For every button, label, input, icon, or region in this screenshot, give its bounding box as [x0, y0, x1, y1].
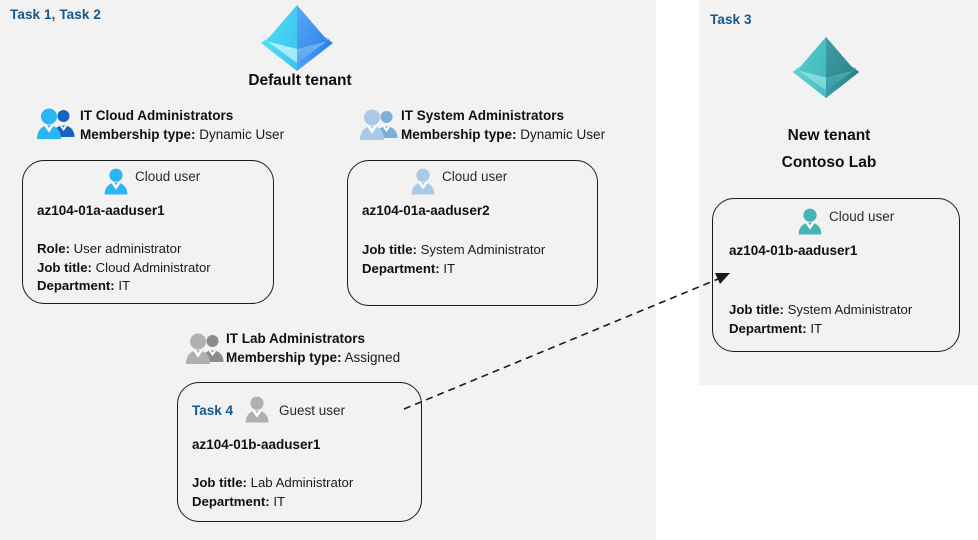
group-membership-value: Assigned: [344, 350, 401, 365]
user-type-label: Cloud user: [135, 169, 201, 184]
azure-tenant-icon: [257, 3, 337, 71]
task-label-4: Task 4: [192, 403, 234, 418]
attr-value: IT: [273, 493, 286, 509]
user-attribute-row: Job title: System Administrator: [362, 241, 545, 260]
attr-value: IT: [810, 320, 823, 336]
group-title: IT System Administrators: [401, 108, 565, 123]
user-name: az104-01a-aaduser2: [362, 203, 490, 218]
azure-tenant-icon: [789, 35, 863, 98]
user-attribute-row: Job title: Lab Administrator: [192, 474, 353, 493]
attr-label: Department:: [729, 320, 807, 336]
task-label-3: Task 3: [710, 12, 752, 27]
new-tenant-name-line1: New tenant: [787, 127, 871, 144]
attr-value: Lab Administrator: [250, 475, 354, 490]
attr-value: System Administrator: [787, 302, 913, 317]
attr-label: Department:: [37, 278, 115, 293]
user-type-label: Guest user: [279, 403, 346, 418]
attr-label: Job title:: [192, 475, 247, 490]
attr-label: Role:: [37, 241, 70, 256]
group-membership-label: Membership type:: [226, 350, 342, 365]
group-membership-label: Membership type:: [80, 127, 196, 142]
person-icon: [797, 207, 823, 235]
attr-value: IT: [118, 278, 131, 293]
user-attributes: Job title: System Administrator Departme…: [362, 241, 545, 278]
attr-label: Job title:: [37, 259, 92, 275]
group-icon: [185, 331, 227, 365]
user-attribute-row: Department: IT: [362, 260, 545, 279]
user-card[interactable]: Cloud user az104-01a-aaduser1 Role: User…: [22, 160, 274, 304]
user-name: az104-01b-aaduser1: [729, 243, 858, 258]
new-tenant-name-line2: Contoso Lab: [781, 154, 877, 171]
user-attribute-row: Job title: System Administrator: [729, 301, 912, 320]
group-membership-value: Dynamic User: [520, 127, 606, 142]
user-attributes: Job title: System Administrator Departme…: [729, 301, 912, 338]
group-membership-type: Membership type: Dynamic User: [401, 125, 605, 145]
default-tenant-name: Default tenant: [248, 72, 352, 89]
user-attribute-row: Job title: Cloud Administrator: [37, 259, 211, 278]
user-name: az104-01a-aaduser1: [37, 203, 165, 218]
person-icon: [103, 167, 129, 195]
user-attributes: Job title: Lab Administrator Department:…: [192, 474, 353, 511]
group-title: IT Cloud Administrators: [80, 108, 234, 123]
user-card[interactable]: Cloud user az104-01a-aaduser2 Job title:…: [347, 160, 598, 306]
group-title: IT Lab Administrators: [226, 331, 366, 346]
user-type-label: Cloud user: [442, 169, 508, 184]
user-attribute-row: Role: User administrator: [37, 240, 211, 259]
group-membership-label: Membership type:: [401, 127, 517, 142]
attr-label: Job title:: [362, 242, 417, 257]
group-icon: [36, 106, 78, 140]
user-name: az104-01b-aaduser1: [192, 437, 321, 452]
group-icon: [359, 107, 401, 141]
person-icon: [244, 395, 270, 423]
group-membership-type: Membership type: Dynamic User: [80, 125, 284, 145]
attr-value: System Administrator: [420, 242, 546, 257]
attr-value: User administrator: [73, 241, 182, 256]
group-membership-value: Dynamic User: [199, 127, 285, 142]
default-tenant-panel: [0, 0, 656, 540]
user-card[interactable]: Cloud user az104-01b-aaduser1 Job title:…: [712, 198, 960, 352]
group-membership-type: Membership type: Assigned: [226, 348, 400, 368]
user-card[interactable]: Task 4 Guest user az104-01b-aaduser1 Job…: [177, 382, 422, 522]
person-icon: [410, 167, 436, 195]
task-label-1-2: Task 1, Task 2: [10, 7, 101, 22]
user-attribute-row: Department: IT: [729, 320, 912, 339]
attr-label: Job title:: [729, 302, 784, 317]
attr-label: Department:: [362, 260, 440, 276]
user-type-label: Cloud user: [829, 209, 895, 224]
user-attributes: Role: User administrator Job title: Clou…: [37, 240, 211, 296]
attr-value: Cloud Administrator: [95, 259, 211, 275]
user-attribute-row: Department: IT: [192, 493, 353, 512]
attr-value: IT: [443, 260, 456, 276]
attr-label: Department:: [192, 493, 270, 509]
user-attribute-row: Department: IT: [37, 277, 211, 296]
